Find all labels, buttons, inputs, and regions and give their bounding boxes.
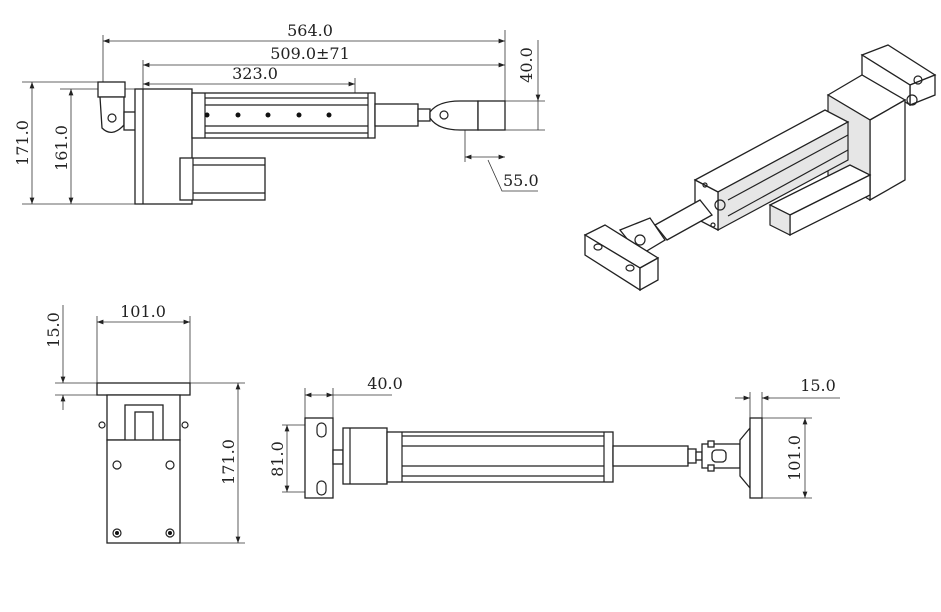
dim-front-plate-thickness: 15.0 <box>800 376 836 395</box>
dim-hole-spacing: 81.0 <box>268 441 287 477</box>
dim-body-length: 323.0 <box>232 64 278 83</box>
piston-rod <box>374 103 419 127</box>
top-view: 40.0 81.0 15.0 101.0 <box>268 374 840 499</box>
dim-overall-length: 564.0 <box>287 21 333 40</box>
dim-clevis-height: 40.0 <box>517 47 536 83</box>
motor <box>179 157 266 201</box>
dim-end-plate-thickness: 15.0 <box>44 312 63 348</box>
dim-body-height: 161.0 <box>52 125 71 171</box>
dim-end-width: 101.0 <box>120 302 166 321</box>
dim-end-height: 171.0 <box>219 439 238 485</box>
isometric-view <box>583 44 937 292</box>
dim-rear-plate-offset: 40.0 <box>367 374 403 393</box>
dim-clevis-offset: 55.0 <box>503 171 539 190</box>
front-clevis <box>429 100 506 131</box>
side-view: 564.0 509.0±71 323.0 40.0 55.0 171.0 161… <box>13 21 545 205</box>
end-view: 101.0 15.0 171.0 <box>44 302 245 544</box>
dim-front-plate-width: 101.0 <box>785 435 804 481</box>
outer-tube <box>191 92 376 139</box>
dim-total-height: 171.0 <box>13 120 32 166</box>
dim-retracted-length: 509.0±71 <box>270 44 350 63</box>
